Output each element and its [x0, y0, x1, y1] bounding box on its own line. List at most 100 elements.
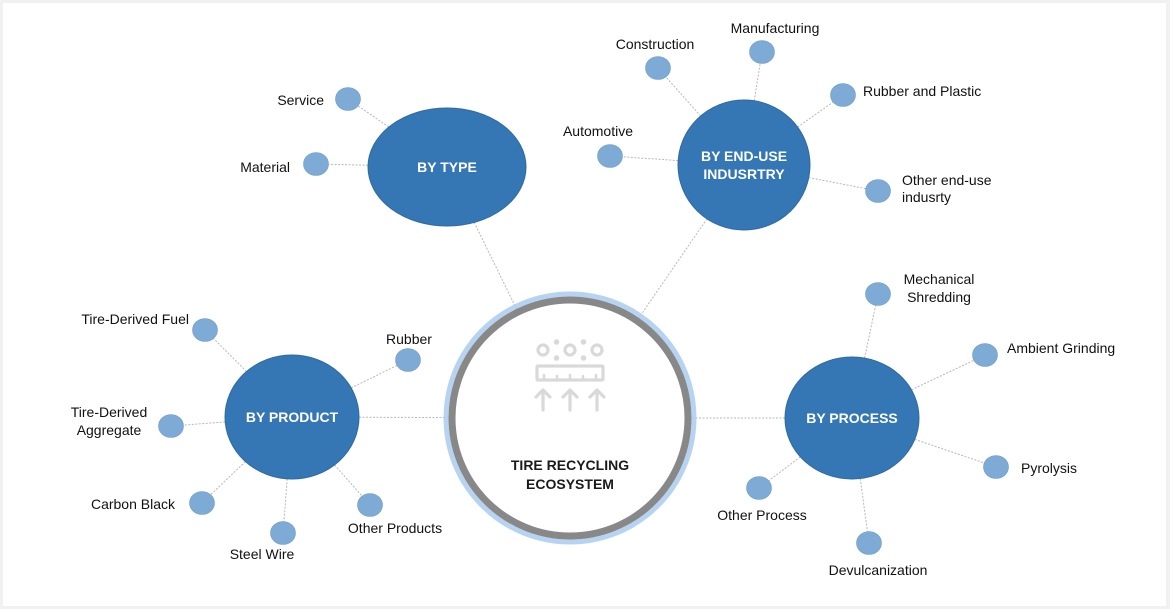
- connector-leaf: [350, 364, 398, 389]
- leaf-node[interactable]: Other Products: [348, 493, 442, 537]
- leaf-label: Rubber: [386, 331, 432, 347]
- leaf-label: Carbon Black: [91, 496, 176, 512]
- hub-by-end-use-industry[interactable]: BY END-USE INDUSRTRY: [677, 99, 811, 231]
- connector-leaf: [914, 438, 985, 464]
- hub-label: BY END-USE: [701, 148, 787, 164]
- leaf-label: Aggregate: [77, 422, 142, 438]
- hub-circle[interactable]: [677, 99, 811, 231]
- leaf-label: Ambient Grinding: [1007, 340, 1115, 356]
- hub-circle[interactable]: [367, 107, 527, 227]
- leaf-dot[interactable]: [192, 318, 218, 342]
- leaf-dot[interactable]: [395, 348, 421, 372]
- leaf-dot[interactable]: [865, 179, 891, 203]
- leaf-dot[interactable]: [270, 521, 296, 545]
- leaf-label: indusrty: [902, 189, 951, 205]
- leaf-label: Service: [277, 92, 324, 108]
- leaf-node[interactable]: Ambient Grinding: [972, 340, 1116, 367]
- leaf-node[interactable]: Pyrolysis: [983, 455, 1078, 479]
- leaf-label: Pyrolysis: [1021, 460, 1077, 476]
- leaf-node[interactable]: Service: [277, 87, 361, 111]
- connector-leaf: [797, 101, 834, 128]
- leaf-label: Other Process: [717, 507, 806, 523]
- hub-label: BY TYPE: [417, 159, 477, 175]
- leaf-node[interactable]: Tire-Derived Fuel: [81, 311, 218, 342]
- leaf-label: Steel Wire: [230, 546, 295, 562]
- leaf-label: Devulcanization: [829, 562, 928, 578]
- connector-leaf: [210, 461, 246, 496]
- leaf-dot[interactable]: [189, 491, 215, 515]
- connector-leaf: [665, 76, 701, 117]
- leaf-node[interactable]: Other Process: [717, 476, 807, 524]
- connector-leaf: [183, 421, 226, 426]
- connector-by-end-use-industry-to-center: [637, 218, 708, 320]
- center-label: ECOSYSTEM: [526, 476, 614, 492]
- connector-leaf: [753, 63, 761, 101]
- leaf-label: Manufacturing: [731, 20, 820, 36]
- leaf-node[interactable]: Devulcanization: [829, 531, 928, 579]
- hub-by-type[interactable]: BY TYPE: [367, 107, 527, 227]
- leaf-label: Automotive: [563, 123, 633, 139]
- connector-leaf: [911, 359, 975, 391]
- leaf-label: Construction: [616, 36, 695, 52]
- connector-by-type-to-center: [473, 222, 518, 311]
- leaf-dot[interactable]: [303, 152, 329, 176]
- connector-leaf: [859, 478, 868, 532]
- leaf-dot[interactable]: [830, 83, 856, 107]
- leaf-node[interactable]: Rubber: [386, 331, 432, 372]
- leaf-node[interactable]: Steel Wire: [230, 521, 296, 563]
- leaf-label: Other Products: [348, 520, 442, 536]
- leaf-dot[interactable]: [158, 414, 184, 438]
- leaf-label: Material: [240, 159, 290, 175]
- leaf-label: Shredding: [907, 289, 971, 305]
- connector-leaf: [328, 163, 369, 166]
- connector-leaf: [864, 305, 877, 359]
- connectors: [183, 63, 985, 532]
- leaf-dot[interactable]: [335, 87, 361, 111]
- connector-leaf: [808, 177, 866, 190]
- hub-circle[interactable]: [784, 356, 920, 480]
- leaf-node[interactable]: Rubber and Plastic: [830, 83, 982, 107]
- leaf-node[interactable]: Carbon Black: [91, 491, 215, 515]
- connector-leaf: [357, 105, 390, 128]
- hub-by-product[interactable]: BY PRODUCT: [224, 354, 360, 480]
- hub-by-process[interactable]: BY PROCESS: [784, 356, 920, 480]
- hub-label: BY PROCESS: [806, 410, 898, 426]
- center-glow: [443, 291, 697, 545]
- leaf-dot[interactable]: [865, 282, 891, 306]
- leaf-node[interactable]: Manufacturing: [731, 20, 820, 64]
- leaf-label: Mechanical: [904, 271, 975, 287]
- connector-leaf: [334, 464, 363, 497]
- leaf-node[interactable]: Automotive: [563, 123, 633, 168]
- leaf-dot[interactable]: [645, 56, 671, 80]
- leaf-label: Tire-Derived: [71, 404, 148, 420]
- center-label: TIRE RECYCLING: [511, 457, 629, 473]
- leaf-node[interactable]: Material: [240, 152, 329, 176]
- leaf-dot[interactable]: [746, 476, 772, 500]
- tire-shredding-icon: [534, 339, 606, 412]
- leaf-label: Tire-Derived Fuel: [81, 311, 189, 327]
- connector-leaf: [213, 338, 247, 372]
- connector-leaf: [622, 156, 679, 162]
- center-circle[interactable]: [448, 296, 692, 540]
- leaf-dot[interactable]: [983, 455, 1009, 479]
- connector-leaf: [283, 478, 288, 522]
- leaf-label: Other end-use: [902, 172, 992, 188]
- leaf-node[interactable]: Construction: [616, 36, 695, 80]
- leaf-dot[interactable]: [856, 531, 882, 555]
- leaf-dot[interactable]: [972, 343, 998, 367]
- leaf-dot[interactable]: [597, 144, 623, 168]
- connector-leaf: [768, 456, 801, 482]
- leaf-dot[interactable]: [749, 40, 775, 64]
- leaf-dot[interactable]: [357, 493, 383, 517]
- center-node: TIRE RECYCLING ECOSYSTEM: [443, 291, 697, 545]
- hub-label: BY PRODUCT: [246, 409, 339, 425]
- leaf-label: Rubber and Plastic: [863, 83, 981, 99]
- hub-circle[interactable]: [224, 354, 360, 480]
- hub-label: INDUSRTRY: [703, 166, 785, 182]
